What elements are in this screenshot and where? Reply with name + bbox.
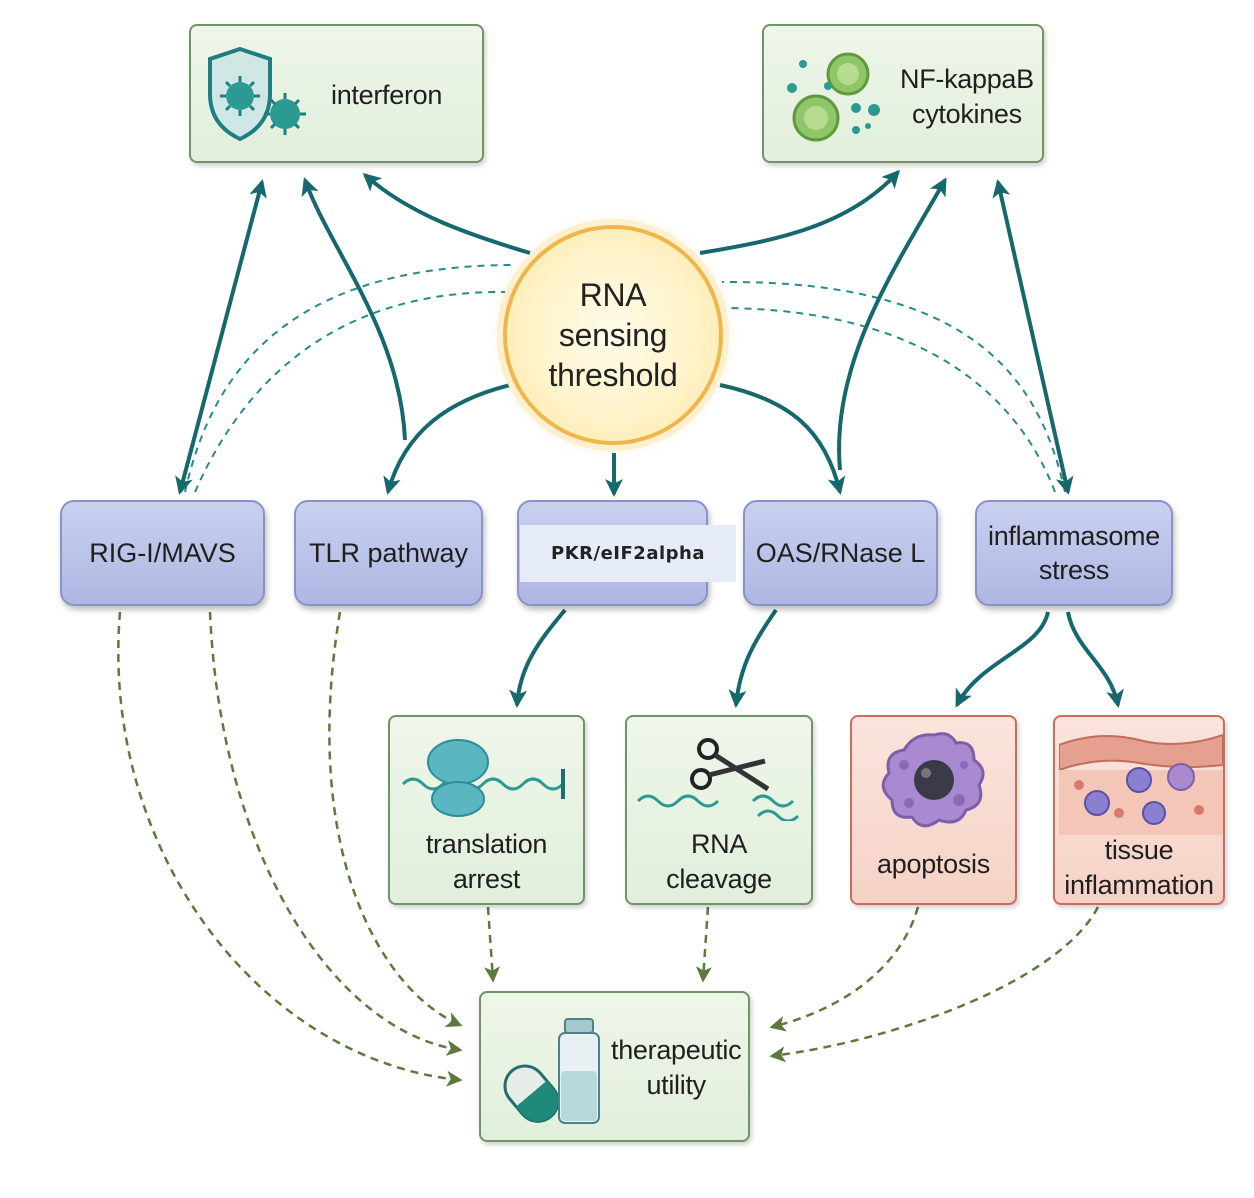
interferon-box: interferon — [189, 24, 484, 163]
rig-center-dashed-link-1 — [184, 264, 516, 493]
inflammasome-to-tissue-arrow — [1066, 611, 1124, 708]
inflammasome-to-apoptosis-arrow — [955, 611, 1050, 708]
tissue-label: tissue inflammation — [1064, 835, 1214, 900]
inflammasome-box: inflammasome stress — [975, 500, 1173, 606]
oas-to-nfkb-arrow — [837, 177, 947, 471]
rig-center-dashed-link-2 — [194, 290, 506, 493]
inflamed-tissue-icon — [1059, 733, 1223, 835]
tissue-inflammation-box: tissue inflammation — [1053, 715, 1225, 905]
center-to-oas-arrow — [719, 383, 846, 495]
tlr-to-therapeutic-dashed — [328, 611, 463, 1027]
apoptosis-label: apoptosis — [877, 849, 990, 879]
rig-interferon-double-arrow — [175, 179, 267, 495]
rig-to-therapeutic-dashed-1 — [117, 611, 463, 1087]
oas-label: OAS/RNase L — [755, 538, 926, 568]
scissors-icon — [636, 738, 800, 821]
nfkb-label: NF-kappaB cytokines — [900, 64, 1034, 129]
apoptosis-box: apoptosis — [850, 715, 1017, 905]
center-label: RNA sensing threshold — [548, 277, 678, 393]
rig-to-therapeutic-dashed-2 — [208, 611, 463, 1056]
tlr-pathway-box: TLR pathway — [294, 500, 483, 606]
rig-label: RIG-I/MAVS — [89, 538, 236, 568]
tlr-to-interferon-arrow — [301, 177, 407, 441]
translation-label: translation arrest — [425, 829, 548, 894]
center-to-interferon-arrow — [362, 173, 531, 255]
interferon-label: interferon — [331, 80, 443, 110]
pkr-to-translation-arrow — [509, 608, 567, 708]
inflammasome-center-dashed-link-2 — [724, 307, 1056, 493]
rig-mavs-box: RIG-I/MAVS — [60, 500, 265, 606]
tlr-label: TLR pathway — [308, 538, 469, 568]
center-to-tlr-arrow — [383, 383, 511, 495]
ribosome-icon — [401, 739, 565, 817]
shield-virus-icon — [208, 46, 306, 142]
therapeutic-utility-box: therapeutic utility — [479, 991, 750, 1142]
pkr-label: PKR/eIF2alpha — [520, 525, 736, 582]
tissue-to-therapeutic-dashed — [769, 906, 1100, 1063]
rna-cleavage-box: RNA cleavage — [625, 715, 813, 905]
translation-arrest-box: translation arrest — [388, 715, 585, 905]
translation-to-therapeutic-dashed — [484, 906, 501, 983]
cells-icon — [787, 52, 880, 142]
oas-to-cleavage-arrow — [728, 608, 778, 708]
pill-vial-icon — [503, 1018, 600, 1124]
inflammasome-center-dashed-link-1 — [721, 280, 1066, 493]
center-to-nfkb-arrow — [699, 169, 901, 255]
cleavage-to-therapeutic-dashed — [695, 906, 712, 983]
nfkb-cytokines-box: NF-kappaB cytokines — [762, 24, 1044, 163]
therapeutic-label: therapeutic utility — [611, 1035, 742, 1100]
inflammasome-nfkb-double-arrow — [992, 179, 1074, 495]
inflammasome-label: inflammasome stress — [988, 521, 1160, 585]
apoptosis-to-therapeutic-dashed — [769, 906, 920, 1032]
rna-sensing-threshold-node: RNA sensing threshold — [503, 225, 723, 445]
apoptotic-cell-icon — [881, 732, 985, 828]
cleavage-label: RNA cleavage — [666, 829, 772, 894]
oas-rnase-box: OAS/RNase L — [743, 500, 938, 606]
